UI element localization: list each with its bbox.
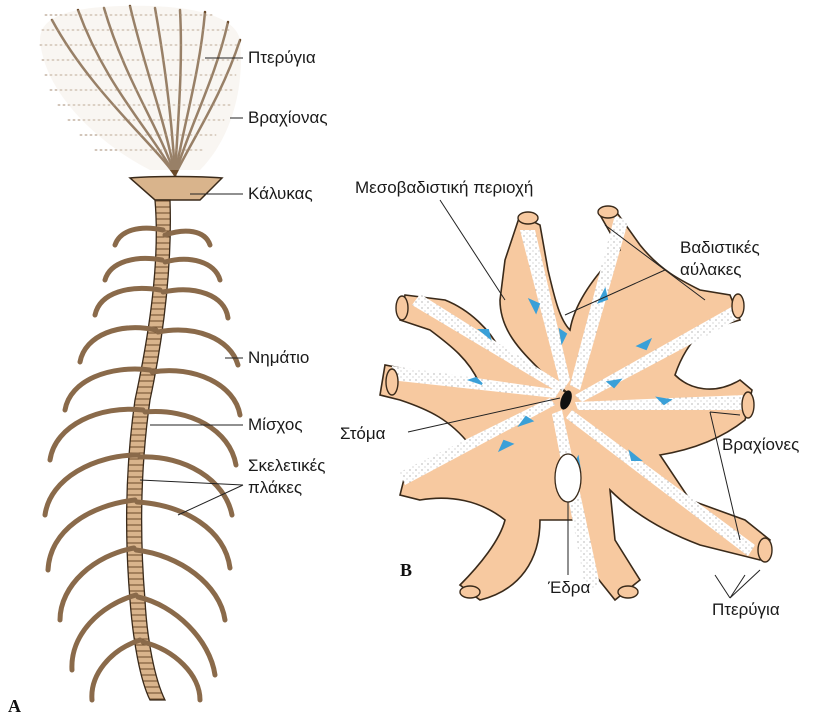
anus-shape bbox=[555, 454, 581, 502]
label-cirrus: Νημάτιο bbox=[248, 348, 309, 368]
panel-letter-b: B bbox=[400, 560, 412, 581]
label-pinnules-b: Πτερύγια bbox=[712, 600, 780, 620]
label-ambulacral-grooves-2: αύλακες bbox=[680, 260, 741, 280]
label-interambulacral-area: Μεσοβαδιστική περιοχή bbox=[355, 178, 533, 198]
label-calyx: Κάλυκας bbox=[248, 184, 313, 204]
label-skeletal-plates-1: Σκελετικές bbox=[248, 456, 325, 476]
panel-letter-a: A bbox=[8, 696, 21, 717]
label-mouth: Στόμα bbox=[340, 424, 386, 444]
label-ambulacral-grooves-1: Βαδιστικές bbox=[680, 238, 760, 258]
label-stalk: Μίσχος bbox=[248, 415, 303, 435]
label-skeletal-plates-2: πλάκες bbox=[248, 478, 302, 498]
calyx-shape bbox=[130, 177, 222, 201]
label-anus: Έδρα bbox=[548, 578, 590, 598]
crinoid-panel-a bbox=[40, 6, 243, 700]
label-arms: Βραχίονες bbox=[722, 435, 799, 455]
label-arm: Βραχίονας bbox=[248, 108, 328, 128]
crinoid-arms bbox=[40, 6, 241, 175]
label-pinnules-a: Πτερύγια bbox=[248, 48, 316, 68]
stalk-shape bbox=[127, 200, 171, 700]
